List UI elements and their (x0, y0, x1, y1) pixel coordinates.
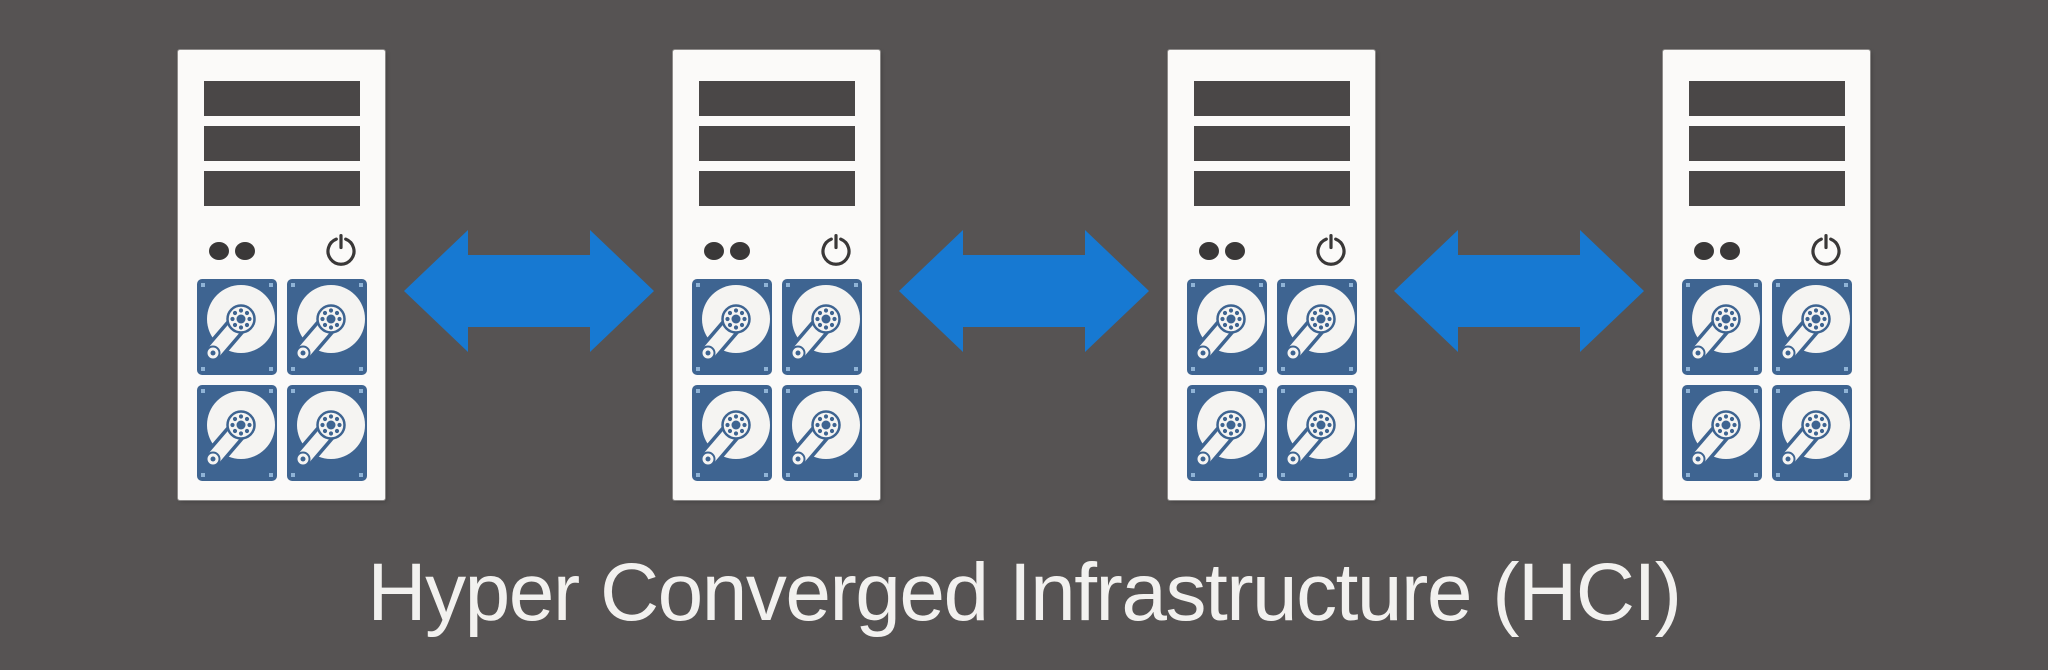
drive-grid (196, 278, 368, 482)
hard-disk-icon (196, 279, 277, 375)
node-connection (402, 216, 656, 366)
drive-bays (698, 81, 855, 206)
hard-disk-icon (1186, 385, 1267, 481)
server-node-4 (1663, 50, 1870, 500)
power-icon (821, 233, 851, 266)
drive-grid (691, 278, 863, 482)
front-panel (704, 233, 854, 269)
drive-bays (1193, 81, 1350, 206)
hard-disk-icon (196, 385, 277, 481)
power-icon (1811, 233, 1841, 266)
led-indicators (704, 242, 750, 260)
drive-grid (1681, 278, 1853, 482)
hard-disk-icon (691, 385, 772, 481)
bay-slot (1688, 171, 1845, 206)
hard-disk-icon (286, 385, 367, 481)
led-indicator (1225, 242, 1245, 260)
bay-slot (1688, 126, 1845, 161)
hard-disk-icon (1681, 385, 1762, 481)
hard-disk-icon (1276, 385, 1357, 481)
hard-disk-icon (286, 279, 367, 375)
hard-disk-icon (1276, 279, 1357, 375)
server-row (0, 50, 2048, 500)
bay-slot (203, 81, 360, 116)
diagram-caption: Hyper Converged Infrastructure (HCI) (367, 547, 1682, 638)
led-indicator (1720, 242, 1740, 260)
led-indicator (209, 242, 229, 260)
server-node-2 (673, 50, 880, 500)
node-connection (897, 216, 1151, 366)
drive-bays (1688, 81, 1845, 206)
bay-slot (1193, 171, 1350, 206)
power-icon (326, 233, 356, 266)
node-connection (1392, 216, 1646, 366)
hard-disk-icon (691, 279, 772, 375)
led-indicators (1199, 242, 1245, 260)
hard-disk-icon (1771, 385, 1852, 481)
front-panel (1199, 233, 1349, 269)
drive-bays (203, 81, 360, 206)
bay-slot (698, 81, 855, 116)
bay-slot (1193, 81, 1350, 116)
front-panel (1694, 233, 1844, 269)
server-node-1 (178, 50, 385, 500)
bay-slot (1688, 81, 1845, 116)
bay-slot (698, 126, 855, 161)
hard-disk-icon (781, 279, 862, 375)
hard-disk-icon (1771, 279, 1852, 375)
drive-grid (1186, 278, 1358, 482)
server-node-3 (1168, 50, 1375, 500)
led-indicators (209, 242, 255, 260)
bay-slot (203, 171, 360, 206)
led-indicator (730, 242, 750, 260)
double-arrow-icon (404, 230, 654, 352)
front-panel (209, 233, 359, 269)
led-indicator (704, 242, 724, 260)
led-indicator (235, 242, 255, 260)
double-arrow-icon (899, 230, 1149, 352)
power-icon (1316, 233, 1346, 266)
led-indicators (1694, 242, 1740, 260)
bay-slot (698, 171, 855, 206)
hard-disk-icon (1186, 279, 1267, 375)
led-indicator (1694, 242, 1714, 260)
hard-disk-icon (781, 385, 862, 481)
hard-disk-icon (1681, 279, 1762, 375)
double-arrow-icon (1394, 230, 1644, 352)
bay-slot (203, 126, 360, 161)
bay-slot (1193, 126, 1350, 161)
led-indicator (1199, 242, 1219, 260)
